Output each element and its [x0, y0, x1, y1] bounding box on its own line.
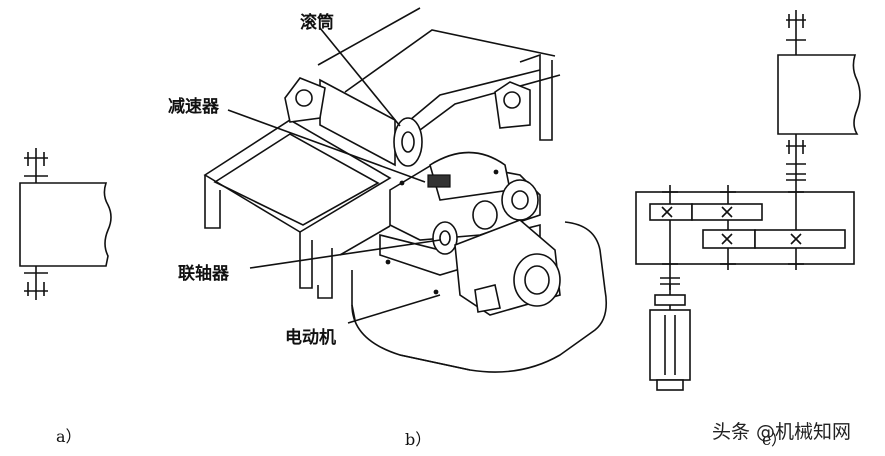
caption-a: a）: [56, 427, 82, 446]
caption-b: b）: [405, 430, 432, 449]
label-drum: 滚筒: [300, 13, 334, 33]
figure-b-conveyor-drive: [203, 7, 608, 373]
caption-c: c）: [762, 430, 787, 449]
label-motor: 电动机: [285, 328, 336, 348]
label-coupling: 联轴器: [178, 264, 229, 284]
figure-c-drive-schematic: [635, 10, 861, 391]
label-reducer: 减速器: [168, 97, 219, 117]
watermark: 头条 @机械知网: [712, 421, 852, 443]
figure-a-drum-detail: [19, 148, 112, 300]
